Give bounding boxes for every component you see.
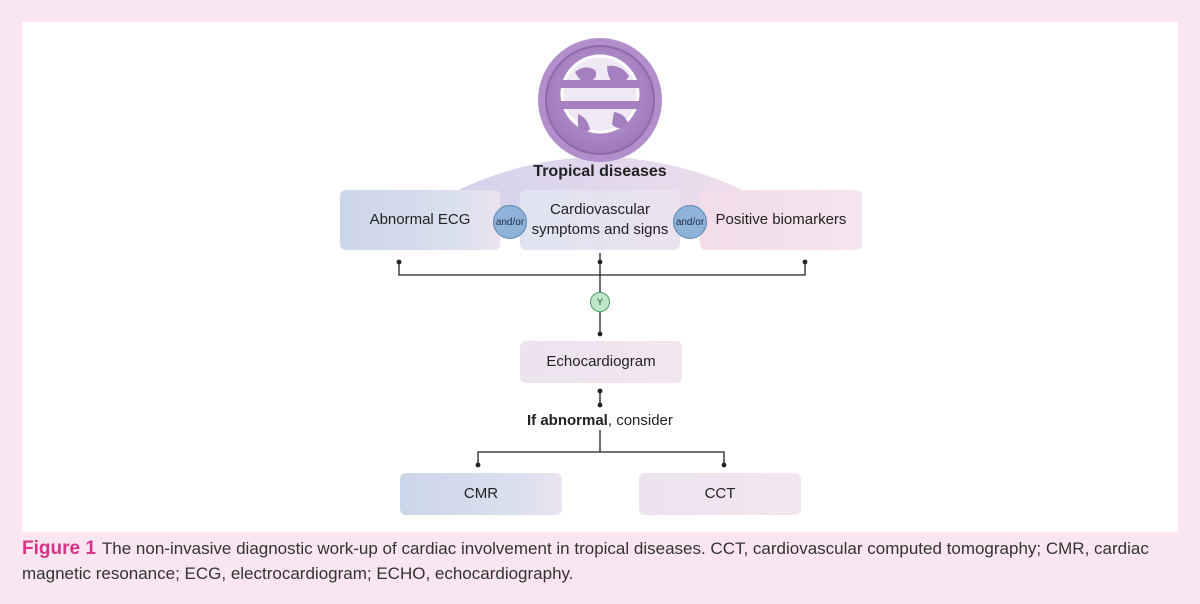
figure-number: Figure 1	[22, 538, 96, 559]
diagram-canvas	[396, 38, 808, 468]
cct-label: CCT	[704, 485, 736, 502]
and-or-connector-1: and/or	[493, 205, 527, 239]
biomarkers-label: Positive biomarkers	[715, 211, 847, 228]
cct-box: CCT	[639, 473, 801, 515]
abnormal-ecg-box: Abnormal ECG	[340, 190, 500, 250]
y-junction-icon: Y	[590, 292, 610, 312]
cardio-label-line1: Cardiovascular	[549, 201, 651, 218]
if-abnormal-consider-label: If abnormal, consider	[527, 412, 673, 429]
and-or-connector-2: and/or	[673, 205, 707, 239]
globe-icon	[538, 38, 662, 162]
connector-lines	[398, 253, 806, 465]
abnormal-ecg-label: Abnormal ECG	[369, 211, 471, 228]
cmr-label: CMR	[463, 485, 499, 502]
cardio-label-line2: symptoms and signs	[531, 221, 669, 238]
tropical-diseases-label: Tropical diseases	[533, 163, 667, 180]
echocardiogram-box: Echocardiogram	[520, 341, 682, 383]
positive-biomarkers-box: Positive biomarkers	[700, 190, 862, 250]
figure-panel: Tropical diseases Abnormal ECG Cardiovas…	[22, 22, 1178, 532]
cardiovascular-symptoms-box: Cardiovascular symptoms and signs	[520, 190, 680, 250]
arch-background	[417, 157, 784, 212]
split-line	[477, 430, 725, 465]
echocardiogram-label: Echocardiogram	[546, 353, 656, 370]
connector-dots	[396, 259, 808, 468]
merge-line	[398, 262, 806, 276]
if-abnormal-bold: If abnormal	[527, 412, 608, 429]
cmr-box: CMR	[400, 473, 562, 515]
consider-text: , consider	[607, 412, 673, 429]
caption-text: The non-invasive diagnostic work-up of c…	[22, 539, 1149, 583]
